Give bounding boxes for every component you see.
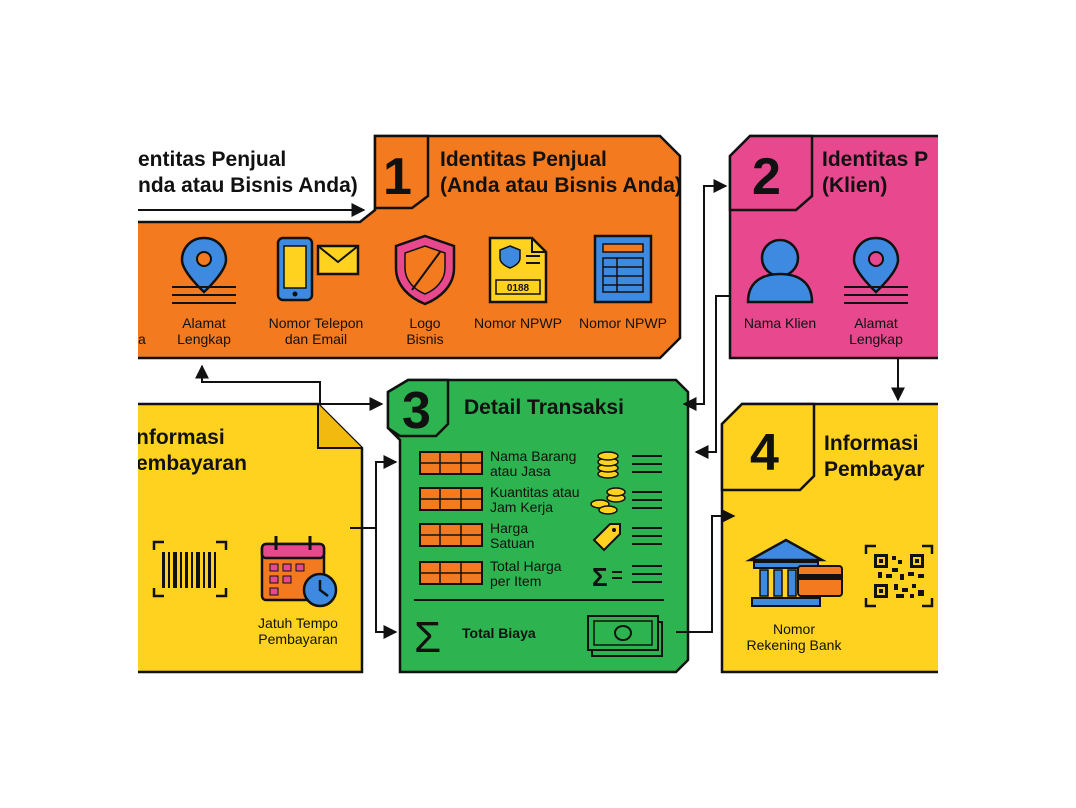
section2-title-line2: (Klien)	[822, 174, 887, 197]
section3-row3-line1: Total Harga	[490, 558, 562, 574]
section4-title-line2: Pembayar	[824, 458, 924, 481]
section3-row0-line1: Nama Barang	[490, 448, 576, 464]
price-tag-icon	[592, 523, 621, 552]
left-payment-info-partial: nformasi embayaran	[136, 402, 364, 674]
person-icon	[746, 238, 814, 304]
svg-text:0188: 0188	[507, 283, 530, 294]
connector-left-3-lower	[375, 528, 398, 639]
section2-title-line1: Identitas P	[822, 148, 928, 171]
map-pin-icon	[172, 236, 236, 304]
section1-number-box	[373, 134, 430, 210]
table-row: Total Harga per Item Σ	[419, 558, 662, 592]
section1-item0-label: a	[138, 331, 146, 347]
section1-item1-line2: Lengkap	[177, 331, 231, 347]
calendar-clock-icon	[260, 536, 338, 608]
section3-row1-line1: Kuantitas atau	[490, 484, 580, 500]
table-grid-icon	[419, 561, 483, 585]
form-document-icon	[593, 234, 653, 304]
section4-item0-line1: Nomor	[773, 621, 815, 637]
section1-item3-line1: Logo	[409, 315, 440, 331]
page-fold-icon	[317, 404, 362, 449]
section4-number-box	[720, 402, 816, 492]
section3-number: 3	[402, 382, 431, 440]
section1-item2-line1: Nomor Telepon	[269, 315, 364, 331]
section4-item0-line2: Rekening Bank	[747, 637, 843, 653]
table-grid-icon	[419, 451, 483, 475]
section2-item0-line1: Nama Klien	[744, 315, 816, 331]
connector-3-2	[682, 179, 728, 411]
section2-client-identity: 2 Identitas P (Klien) Nama Klien Alamat …	[728, 134, 938, 360]
section1-seller-identity: 1 Identitas Penjual (Anda atau Bisnis An…	[138, 134, 682, 360]
left-partial-title-line1: nformasi	[136, 426, 225, 449]
cash-icon	[587, 615, 663, 657]
left-partial-item1-line2: Pembayaran	[258, 631, 337, 647]
section1-number: 1	[383, 148, 412, 206]
coin-stack-icon	[597, 451, 619, 479]
section1-title-line1: Identitas Penjual	[440, 148, 607, 171]
section3-title: Detail Transaksi	[464, 396, 624, 419]
section2-number: 2	[752, 148, 781, 206]
table-grid-icon	[419, 523, 483, 547]
bank-card-icon	[745, 538, 843, 607]
table-row: Kuantitas atau Jam Kerja	[419, 484, 662, 515]
section4-payment-info: 4 Informasi Pembayar Nomor Rekening Bank	[720, 402, 938, 674]
tax-document-icon: 0188	[488, 236, 548, 304]
section2-item1-line2: Lengkap	[849, 331, 903, 347]
section2-item1-line1: Alamat	[854, 315, 898, 331]
connector-2-3	[694, 295, 730, 459]
section2-number-box	[728, 134, 814, 212]
section3-total-label: Total Biaya	[462, 625, 536, 641]
section1-title-line2: (Anda atau Bisnis Anda)	[440, 174, 682, 197]
section3-row3-line2: per Item	[490, 573, 541, 589]
section3-number-box	[386, 378, 450, 438]
connectors	[195, 179, 905, 639]
section1-item3-line2: Bisnis	[406, 331, 443, 347]
section1-item4-line1: Nomor NPWP	[474, 315, 562, 331]
table-grid-icon	[419, 487, 483, 511]
section3-row1-line2: Jam Kerja	[490, 499, 553, 515]
connector-3-4	[676, 509, 736, 633]
connector-1-3	[195, 364, 384, 411]
svg-text:Σ: Σ	[592, 562, 608, 592]
section3-row2-line1: Harga	[490, 520, 528, 536]
partial-header-line1: entitas Penjual	[138, 148, 286, 171]
qr-code-icon	[864, 544, 934, 608]
section3-row0-line2: atau Jasa	[490, 463, 551, 479]
table-row: Nama Barang atau Jasa	[419, 448, 662, 479]
section1-item2-line2: dan Email	[285, 331, 347, 347]
section4-title-line1: Informasi	[824, 432, 919, 455]
section4-number: 4	[750, 424, 779, 482]
section3-row2-line2: Satuan	[490, 535, 534, 551]
sigma-icon: Σ	[414, 613, 441, 662]
phone-mail-icon	[276, 236, 360, 302]
shield-logo-icon	[394, 234, 456, 306]
map-pin-icon	[844, 236, 908, 304]
sum-equals-icon: Σ	[592, 562, 622, 592]
coins-icon	[590, 487, 626, 515]
left-partial-item1-line1: Jatuh Tempo	[258, 615, 338, 631]
connector-left-3-upper	[350, 455, 398, 529]
section1-item1-line1: Alamat	[182, 315, 226, 331]
table-row: Harga Satuan	[419, 520, 662, 552]
barcode-icon	[152, 540, 228, 598]
section3-transaction-details: 3 Detail Transaksi Nama Barang atau Jasa	[386, 378, 690, 674]
left-partial-title-line2: embayaran	[136, 452, 247, 475]
partial-header-line2: nda atau Bisnis Anda)	[138, 174, 358, 197]
section1-item5-line1: Nomor NPWP	[579, 315, 667, 331]
seller-identity-partial-header: entitas Penjual nda atau Bisnis Anda)	[138, 148, 366, 217]
